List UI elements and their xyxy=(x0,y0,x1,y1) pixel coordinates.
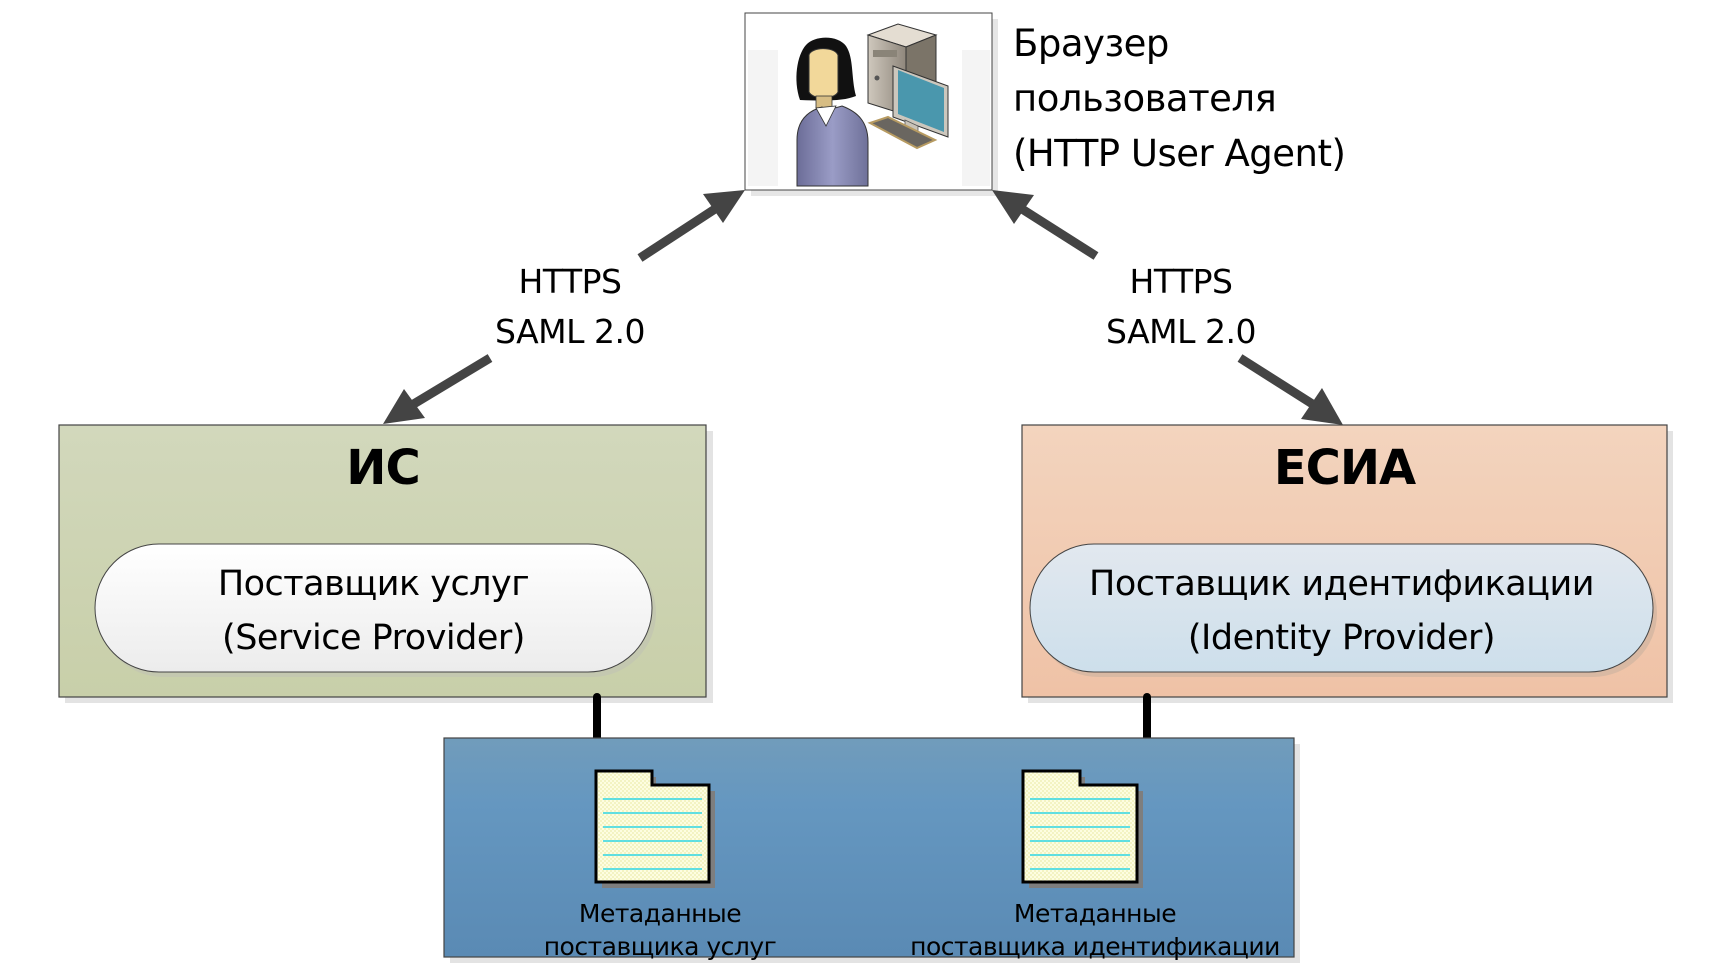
sp-system-box xyxy=(58,424,713,703)
user-agent-caption-line: (HTTP User Agent) xyxy=(1013,132,1346,175)
service-provider-label: Поставщик услуг (Service Provider) xyxy=(95,557,652,665)
arrow-shaft-lower-left xyxy=(409,354,493,409)
identity-provider-label: Поставщик идентификации (Identity Provid… xyxy=(1030,557,1653,665)
protocol-label: HTTPS xyxy=(518,262,622,301)
sp-metadata-caption: Метаданные поставщика услуг xyxy=(530,897,790,963)
metadata-caption-line: поставщика идентификации xyxy=(910,932,1280,961)
arrow-shaft-upper-right xyxy=(1019,205,1099,260)
metadata-store-box xyxy=(443,737,1300,963)
arrowhead-to-sp xyxy=(383,389,425,424)
idp-system-box xyxy=(1021,424,1673,703)
arrowhead-to-idp xyxy=(1301,388,1343,425)
metadata-caption-line: Метаданные xyxy=(578,899,742,928)
user-agent-caption-line: пользователя xyxy=(1013,77,1277,120)
arrow-shaft-upper-left xyxy=(637,205,718,262)
protocol-label: SAML 2.0 xyxy=(1106,312,1256,351)
metadata-caption-line: поставщика услуг xyxy=(543,932,777,961)
right-link-label: HTTPS SAML 2.0 xyxy=(1071,257,1291,357)
arrow-shaft-lower-right xyxy=(1237,354,1317,409)
metadata-box-frame xyxy=(443,737,1295,958)
protocol-label: SAML 2.0 xyxy=(495,312,645,351)
arrow-user-to-left xyxy=(383,190,745,424)
service-provider-label-line: (Service Provider) xyxy=(222,618,525,658)
frame-side-shade-left xyxy=(748,50,778,186)
user-agent-node xyxy=(744,12,998,196)
idp-metadata-caption: Метаданные поставщика идентификации xyxy=(890,897,1300,963)
identity-provider-label-line: Поставщик идентификации xyxy=(1089,564,1595,604)
frame-side-shade-right xyxy=(962,50,990,186)
idp-system-title: ЕСИА xyxy=(1273,440,1416,496)
arrow-user-to-right xyxy=(992,190,1343,425)
sp-system-title: ИС xyxy=(346,440,420,496)
identity-provider-pill xyxy=(1029,543,1654,673)
service-provider-label-line: Поставщик услуг xyxy=(217,564,530,604)
service-provider-pill xyxy=(94,543,653,673)
user-agent-caption-line: Браузер xyxy=(1013,22,1169,65)
user-with-computer-icon xyxy=(796,23,949,187)
arrowhead-to-user-left xyxy=(703,190,745,223)
protocol-label: HTTPS xyxy=(1129,262,1233,301)
left-link-label: HTTPS SAML 2.0 xyxy=(460,257,680,357)
identity-provider-label-line: (Identity Provider) xyxy=(1187,618,1496,658)
user-agent-caption: Браузер пользователя (HTTP User Agent) xyxy=(1013,16,1346,181)
document-icon xyxy=(1021,769,1143,888)
document-icon xyxy=(594,769,715,888)
metadata-caption-line: Метаданные xyxy=(1013,899,1177,928)
arrowhead-to-user-right xyxy=(992,190,1034,224)
